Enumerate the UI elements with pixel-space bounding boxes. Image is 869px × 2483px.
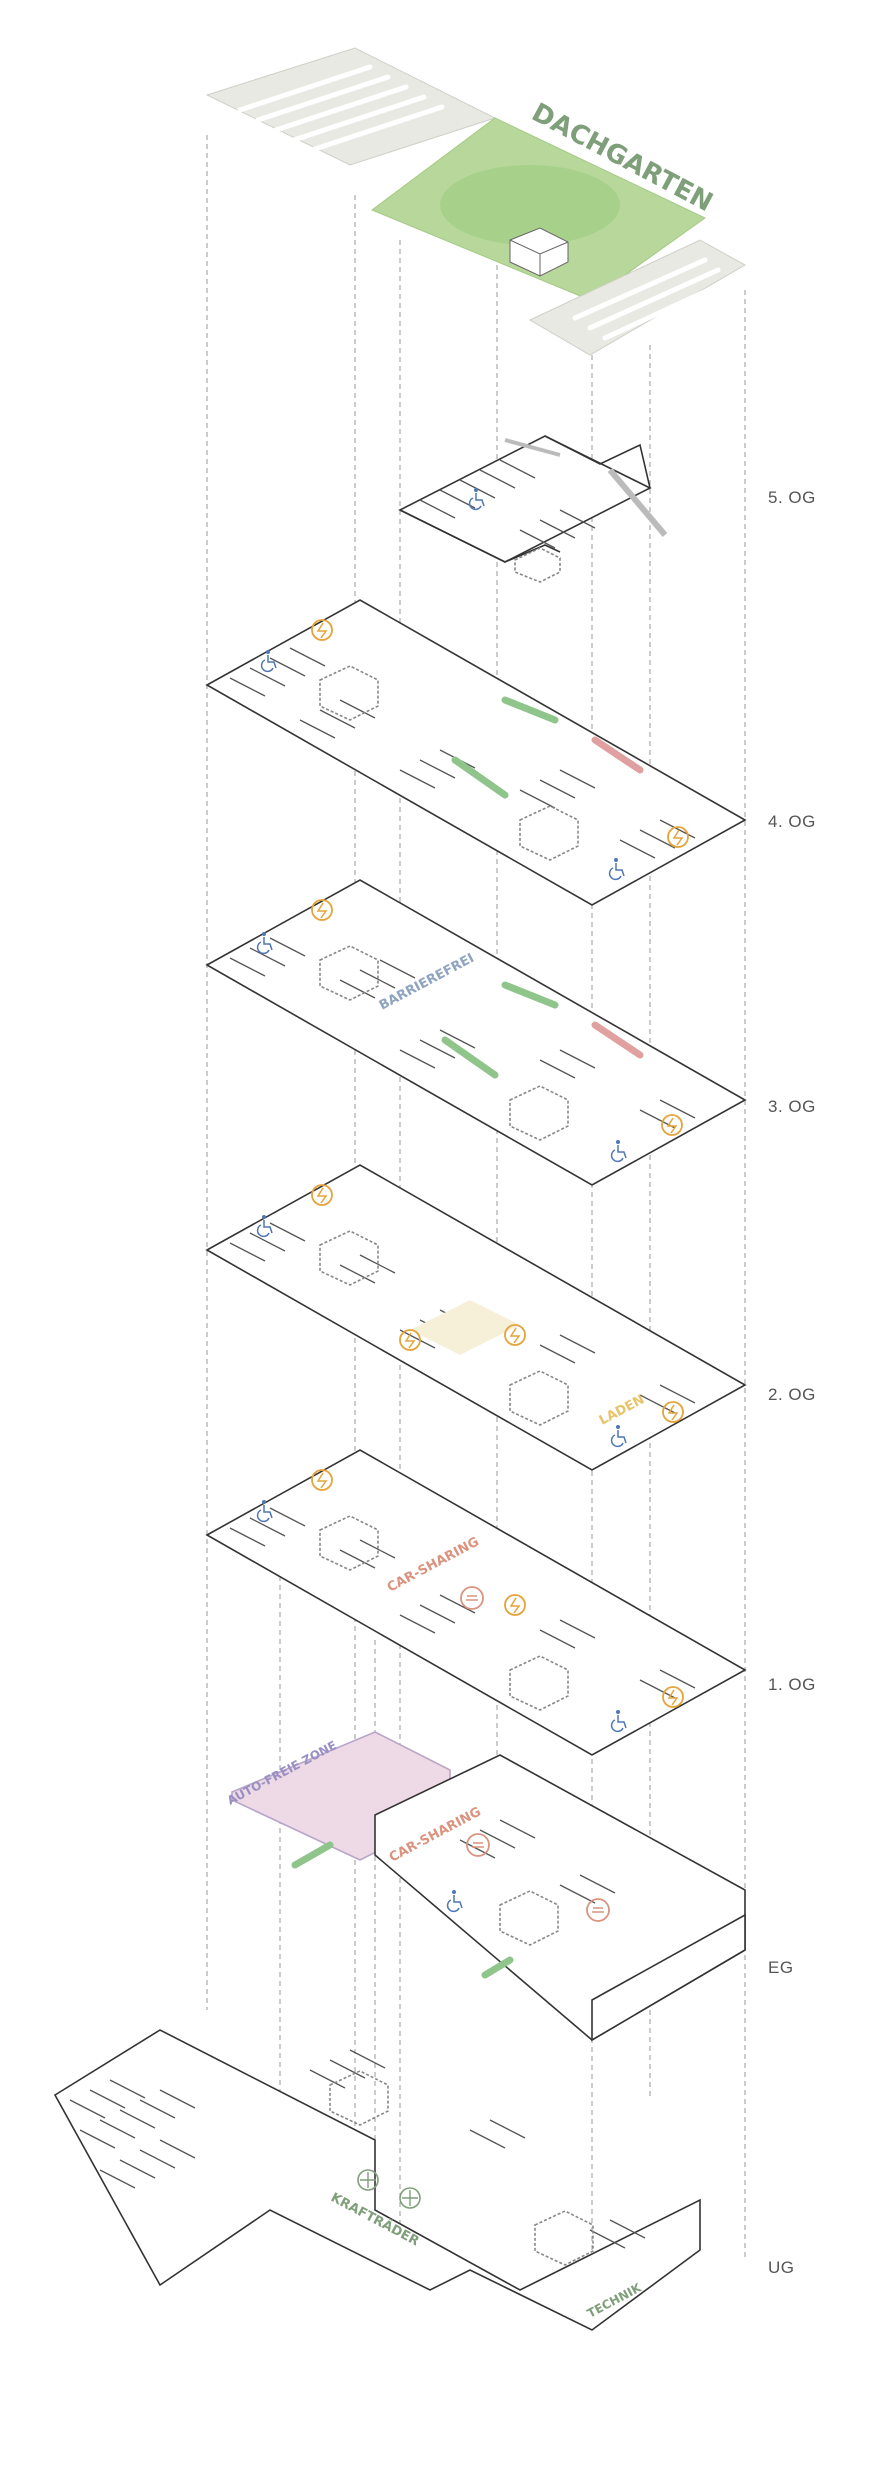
car-sharing-icon (586, 1898, 610, 1922)
ev-charging-icon (399, 1329, 421, 1351)
ev-charging-icon (311, 1469, 333, 1491)
floor-label-3og: 3. OG (768, 1097, 816, 1116)
floor-label-ug: UG (768, 2258, 795, 2277)
floor-label-1og: 1. OG (768, 1675, 816, 1694)
motorcycle-icon (399, 2187, 421, 2209)
wheelchair-icon (610, 1710, 627, 1733)
wheelchair-icon (608, 858, 625, 881)
floor-ug-plan (53, 2029, 701, 2331)
motorcycle-icon (357, 2169, 379, 2191)
floor-label-4og: 4. OG (768, 812, 816, 831)
ev-charging-icon (667, 826, 689, 848)
wheelchair-icon (256, 1215, 273, 1238)
wheelchair-icon (260, 650, 277, 673)
exit-arrow-icon (451, 756, 509, 799)
floor-1og-plan (205, 1449, 747, 1756)
roof-level (205, 47, 747, 356)
ev-charging-icon (504, 1324, 526, 1346)
floor-label-5og: 5. OG (768, 488, 816, 507)
exit-arrow-icon (591, 1021, 644, 1059)
exit-arrow-icon (291, 1841, 334, 1869)
ev-charging-icon (662, 1401, 684, 1423)
wheelchair-icon (610, 1425, 627, 1448)
exit-arrow-icon (481, 1956, 514, 1979)
floor-eg-plan (231, 1731, 746, 2042)
exit-arrow-icon (501, 696, 559, 724)
wheelchair-icon (256, 932, 273, 955)
floor-4og-plan (205, 599, 747, 906)
floor-label-eg: EG (768, 1958, 794, 1977)
floor-label-2og: 2. OG (768, 1385, 816, 1404)
exit-arrow-icon (501, 981, 559, 1009)
ev-charging-icon (311, 619, 333, 641)
floor-3og-plan (205, 879, 747, 1186)
ev-charging-icon (311, 1184, 333, 1206)
floor-5og-plan (398, 435, 668, 583)
wheelchair-icon (610, 1140, 627, 1163)
wheelchair-icon (468, 488, 485, 511)
car-sharing-icon (466, 1833, 490, 1857)
ev-charging-icon (504, 1594, 526, 1616)
ev-charging-icon (661, 1114, 683, 1136)
wheelchair-icon (446, 1890, 463, 1913)
exit-arrow-icon (441, 1036, 499, 1079)
ev-charging-icon (662, 1686, 684, 1708)
wheelchair-icon (256, 1500, 273, 1523)
exit-arrow-icon (591, 736, 644, 774)
ev-charging-icon (311, 899, 333, 921)
car-sharing-icon (460, 1586, 484, 1610)
floor-2og-plan (205, 1164, 747, 1471)
